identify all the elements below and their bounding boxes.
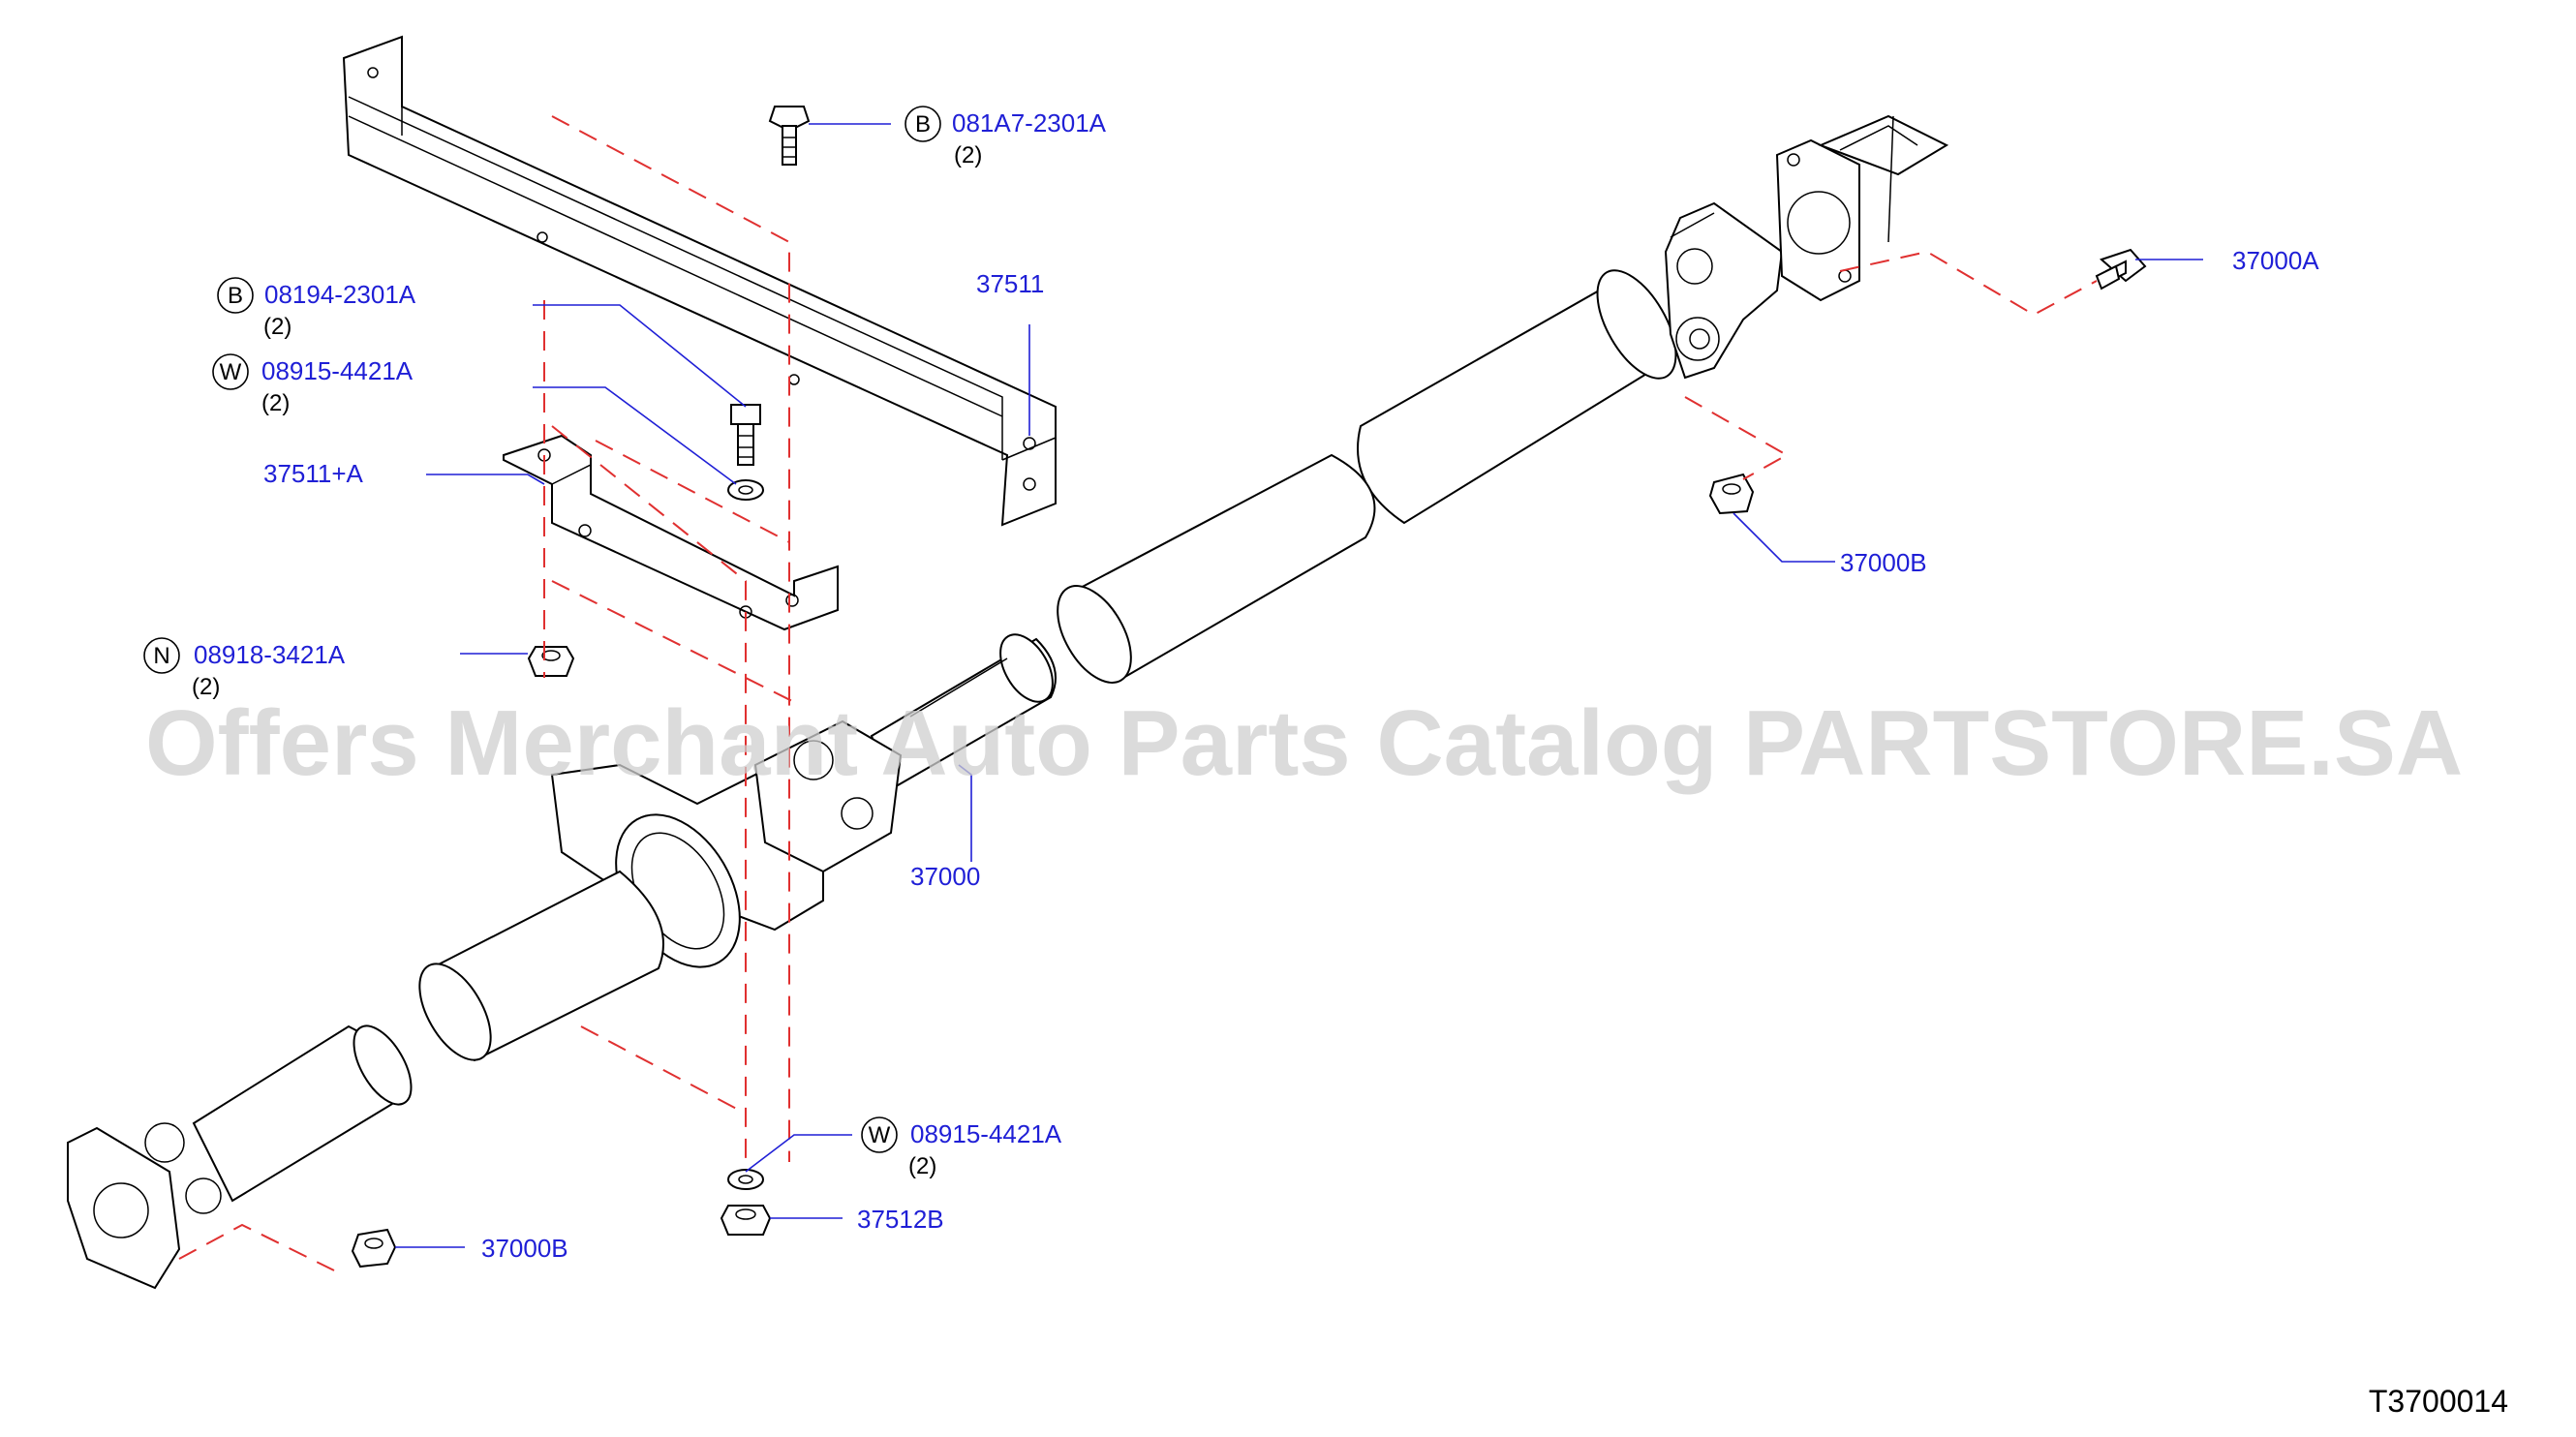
nut-icon [720,1205,772,1236]
leader-lines [395,123,2203,1248]
qty-label: (2) [954,142,982,168]
qty-label: (2) [261,390,290,416]
callout-37000b-left: 37000B [481,1234,568,1263]
part-label: 37000A [2232,246,2319,275]
callout-37512b: 37512B [857,1205,944,1234]
badge-letter: B [228,283,243,309]
badge-letter: W [869,1122,891,1148]
nut-icon [1708,473,1755,515]
part-label: 37000B [481,1234,568,1263]
qty-label: (2) [908,1153,936,1179]
part-label: 08194-2301A [264,280,416,309]
part-label: 37512B [857,1205,944,1234]
callout-37000a: 37000A [2232,246,2319,275]
callout-37000b-right: 37000B [1840,548,1927,577]
part-label: 37511 [976,269,1044,298]
part-label: 37511+A [263,459,364,488]
badge-letter: B [915,111,931,138]
callout-08915-bottom: W 08915-4421A (2) [861,1116,1062,1179]
watermark: Offers Merchant Auto Parts Catalog PARTS… [145,691,2463,795]
part-label: 37000B [1840,548,1927,577]
callout-08915-top: W 08915-4421A (2) [212,353,414,416]
callout-081a7: B 081A7-2301A (2) [905,106,1107,168]
callout-37511: 37511 [976,269,1044,298]
bolt-icon [768,106,811,166]
part-label: 08915-4421A [261,356,414,385]
part-label: 37000 [910,862,980,891]
companion-flange-37000 [1775,114,1949,302]
callout-37511a: 37511+A [263,459,364,488]
badge-letter: N [153,643,169,669]
diagram-reference: T3700014 [2369,1384,2508,1419]
bolt-icon [730,404,761,466]
qty-label: (2) [263,314,291,340]
qty-label: (2) [192,674,220,700]
badge-letter: W [220,359,242,385]
part-label: 081A7-2301A [952,108,1107,138]
bracket-37511a [503,434,839,631]
part-label: 08915-4421A [910,1119,1062,1148]
bolt-icon [2095,248,2147,290]
nut-icon [351,1228,397,1269]
washer-icon [727,479,764,501]
callout-37000: 37000 [910,862,980,891]
alignment-lines [178,115,2098,1271]
propeller-shaft-37000 [67,201,1784,1290]
callout-08194: B 08194-2301A (2) [217,277,416,340]
callout-08918: N 08918-3421A (2) [143,637,346,700]
crossmember-37511 [342,35,1057,527]
part-label: 08918-3421A [194,640,346,669]
washer-icon [727,1169,764,1190]
nut-icon [527,646,575,677]
